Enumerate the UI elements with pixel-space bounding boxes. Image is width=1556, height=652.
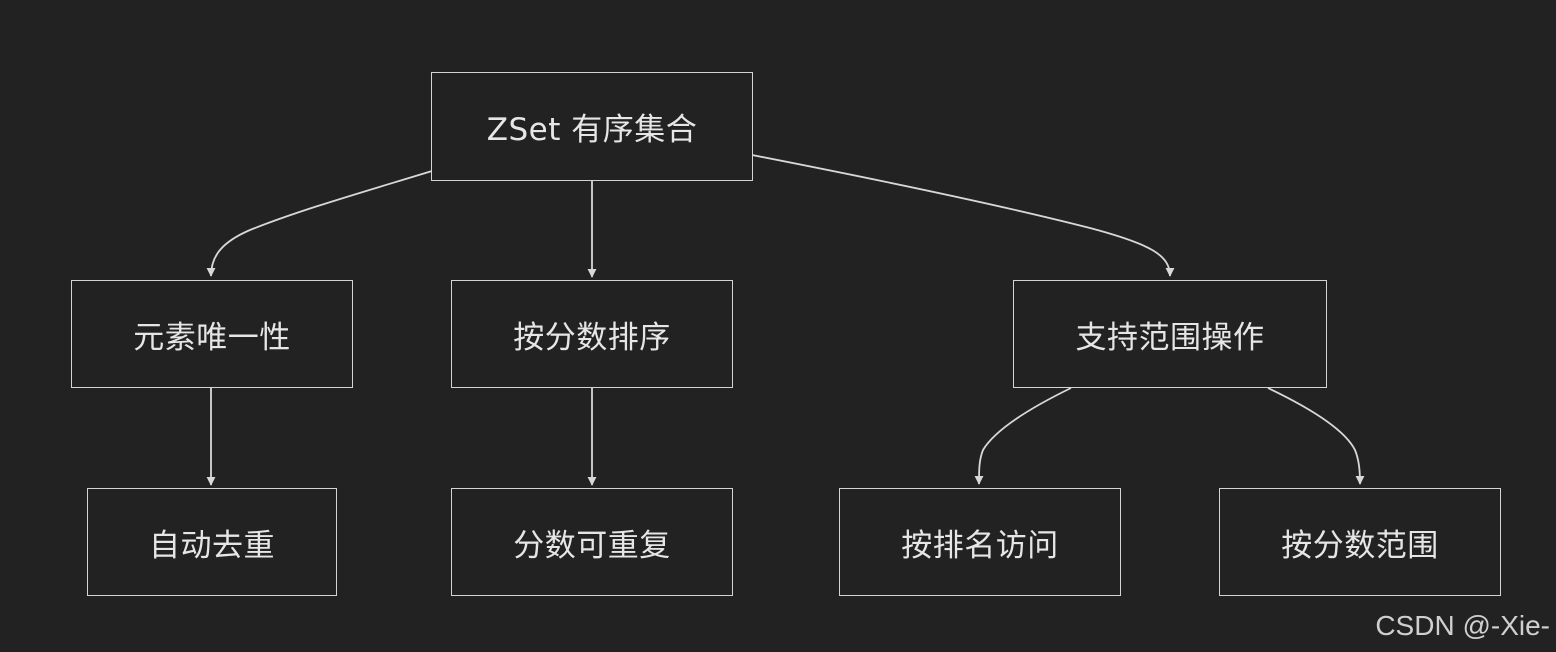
edge-range-to-byrank xyxy=(974,387,1072,485)
node-score-repeatable: 分数可重复 xyxy=(451,488,733,596)
node-auto-dedup: 自动去重 xyxy=(87,488,337,596)
csdn-watermark: CSDN @-Xie- xyxy=(1375,610,1550,641)
node-zset-root: ZSet 有序集合 xyxy=(431,72,753,181)
edge-range-to-byscore xyxy=(1267,387,1365,485)
node-by-score-range: 按分数范围 xyxy=(1219,488,1501,596)
edge-root-to-unique xyxy=(206,170,433,277)
node-element-uniqueness: 元素唯一性 xyxy=(71,280,353,388)
node-range-operations: 支持范围操作 xyxy=(1013,280,1327,388)
node-sort-by-score: 按分数排序 xyxy=(451,280,733,388)
node-access-by-rank: 按排名访问 xyxy=(839,488,1121,596)
edge-root-to-range xyxy=(751,154,1175,277)
